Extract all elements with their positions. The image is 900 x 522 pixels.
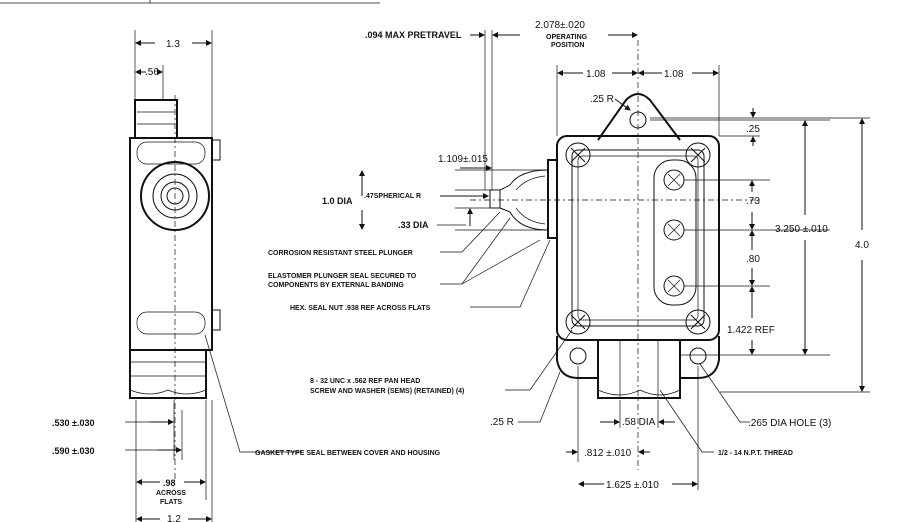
cover-screw-br (685, 309, 711, 335)
dim-side-offset: .56 (145, 67, 159, 78)
side-dimensions: 1.3 .56 .530 ±.030 .590 ±.030 .98 ACROSS… (52, 30, 213, 522)
conduit-hub (597, 339, 681, 399)
dim-40: 4.0 (855, 240, 869, 251)
spherical-r: .47SPHERICAL R (364, 193, 421, 200)
radius-top: .25 R (590, 94, 614, 105)
max-pretravel: .094 MAX PRETRAVEL (365, 30, 462, 40)
seal-label-2: COMPONENTS BY EXTERNAL BANDING (268, 282, 404, 289)
dim-73: .73 (746, 196, 760, 207)
dim-1422: 1.422 REF (727, 325, 775, 336)
front-dimensions: .094 MAX PRETRAVEL 2.078±.020 OPERATING … (322, 20, 870, 491)
dim-bottom: 1.2 (167, 514, 181, 522)
front-callouts: CORROSION RESISTANT STEEL PLUNGER ELASTO… (268, 211, 573, 395)
side-screw-bottom (211, 309, 221, 331)
dia-10: 1.0 DIA (322, 196, 353, 206)
bottom-right-ear (679, 336, 720, 379)
dim-80: .80 (746, 254, 760, 265)
npt-thread: 1/2 - 14 N.P.T. THREAD (718, 450, 793, 457)
side-body (129, 137, 213, 351)
hex-nut-label: HEX. SEAL NUT .938 REF ACROSS FLATS (290, 305, 431, 312)
plunger (489, 189, 501, 209)
dim-590: .590 ±.030 (52, 446, 94, 456)
dim-side-width: 1.3 (166, 39, 180, 50)
dim-1109: 1.109±.015 (438, 154, 488, 165)
radius-bottom: .25 R (490, 417, 514, 428)
side-hex-nut (129, 349, 207, 399)
plunger-label: CORROSION RESISTANT STEEL PLUNGER (268, 250, 413, 257)
dim-25: .25 (746, 124, 760, 135)
side-top-boss (134, 99, 178, 139)
side-screw-top (211, 139, 221, 161)
dia-58: .58 DIA (622, 417, 656, 428)
across-label: ACROSS (156, 490, 186, 497)
dim-812: .812 ±.010 (584, 448, 632, 459)
dim-1625: 1.625 ±.010 (606, 480, 659, 491)
operating-label: OPERATING (546, 34, 588, 41)
cover-screw-tr (685, 142, 711, 168)
terminal-block (653, 159, 697, 306)
dim-530: .530 ±.030 (52, 418, 94, 428)
side-view (129, 95, 221, 480)
screw-label-2: SCREW AND WASHER (SEMS) (RETAINED) (4) (310, 388, 464, 395)
cover-screw-bl (565, 309, 591, 335)
cover-screw-tl (565, 142, 591, 168)
seal-label-1: ELASTOMER PLUNGER SEAL SECURED TO (268, 273, 417, 280)
front-view (470, 40, 760, 470)
dim-108-right: 1.08 (664, 69, 684, 80)
top-mounting-ear (597, 93, 681, 141)
dim-operating: 2.078±.020 (535, 20, 585, 31)
gasket-callout: GASKET TYPE SEAL BETWEEN COVER AND HOUSI… (204, 334, 441, 457)
screw-label-1: 8 - 32 UNC x .562 REF PAN HEAD (310, 378, 420, 385)
gasket-label: GASKET TYPE SEAL BETWEEN COVER AND HOUSI… (255, 450, 441, 457)
dim-across: .98 (163, 478, 176, 488)
dia-33: .33 DIA (398, 220, 429, 230)
hole-265: .265 DIA HOLE (3) (748, 418, 831, 429)
hex-seal-nut (547, 159, 557, 239)
flats-label: FLATS (160, 499, 182, 506)
dim-3250: 3.250 ±.010 (775, 224, 828, 235)
position-label: POSITION (551, 42, 584, 49)
dim-108-left: 1.08 (586, 69, 606, 80)
